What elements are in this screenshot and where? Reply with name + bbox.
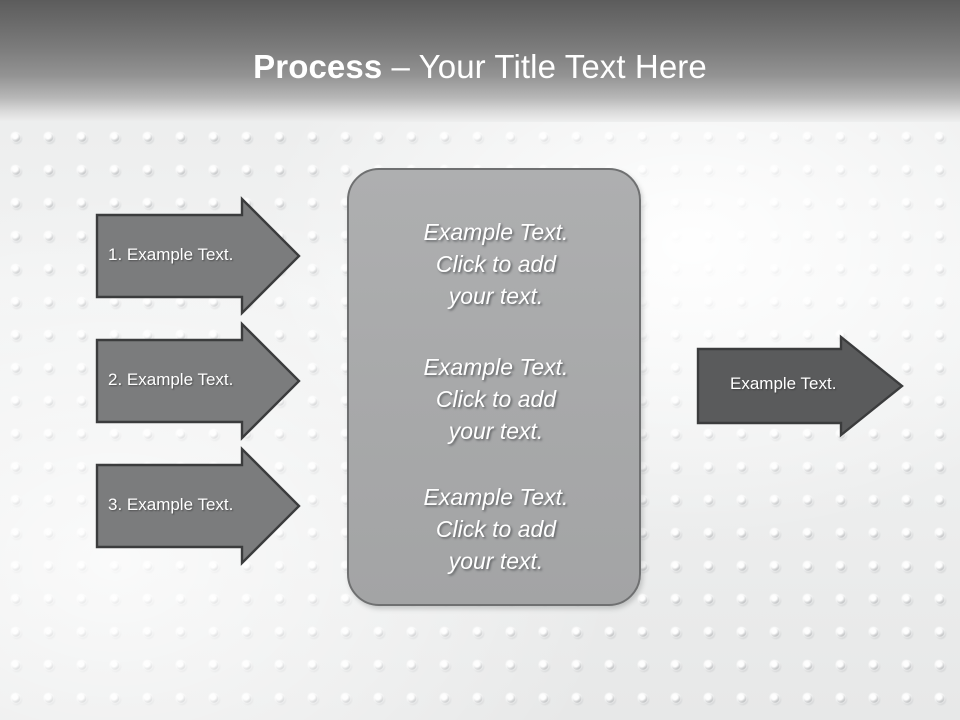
page-title-rest: – Your Title Text Here	[382, 48, 707, 85]
step-arrow-2[interactable]: 2. Example Text.	[95, 321, 301, 441]
step-arrow-3[interactable]: 3. Example Text.	[95, 446, 301, 566]
slide-header-bar	[0, 0, 960, 122]
center-panel-block-3: Example Text. Click to add your text.	[423, 484, 569, 574]
center-text-panel[interactable]: Example Text. Click to add your text. Ex…	[347, 168, 641, 606]
page-title: Process – Your Title Text Here	[0, 48, 960, 86]
page-title-bold: Process	[253, 48, 383, 85]
center-panel-block-1: Example Text. Click to add your text.	[423, 219, 569, 309]
step-arrow-1[interactable]: 1. Example Text.	[95, 196, 301, 316]
result-arrow[interactable]: Example Text.	[696, 334, 904, 438]
center-panel-block-2: Example Text. Click to add your text.	[423, 354, 569, 444]
